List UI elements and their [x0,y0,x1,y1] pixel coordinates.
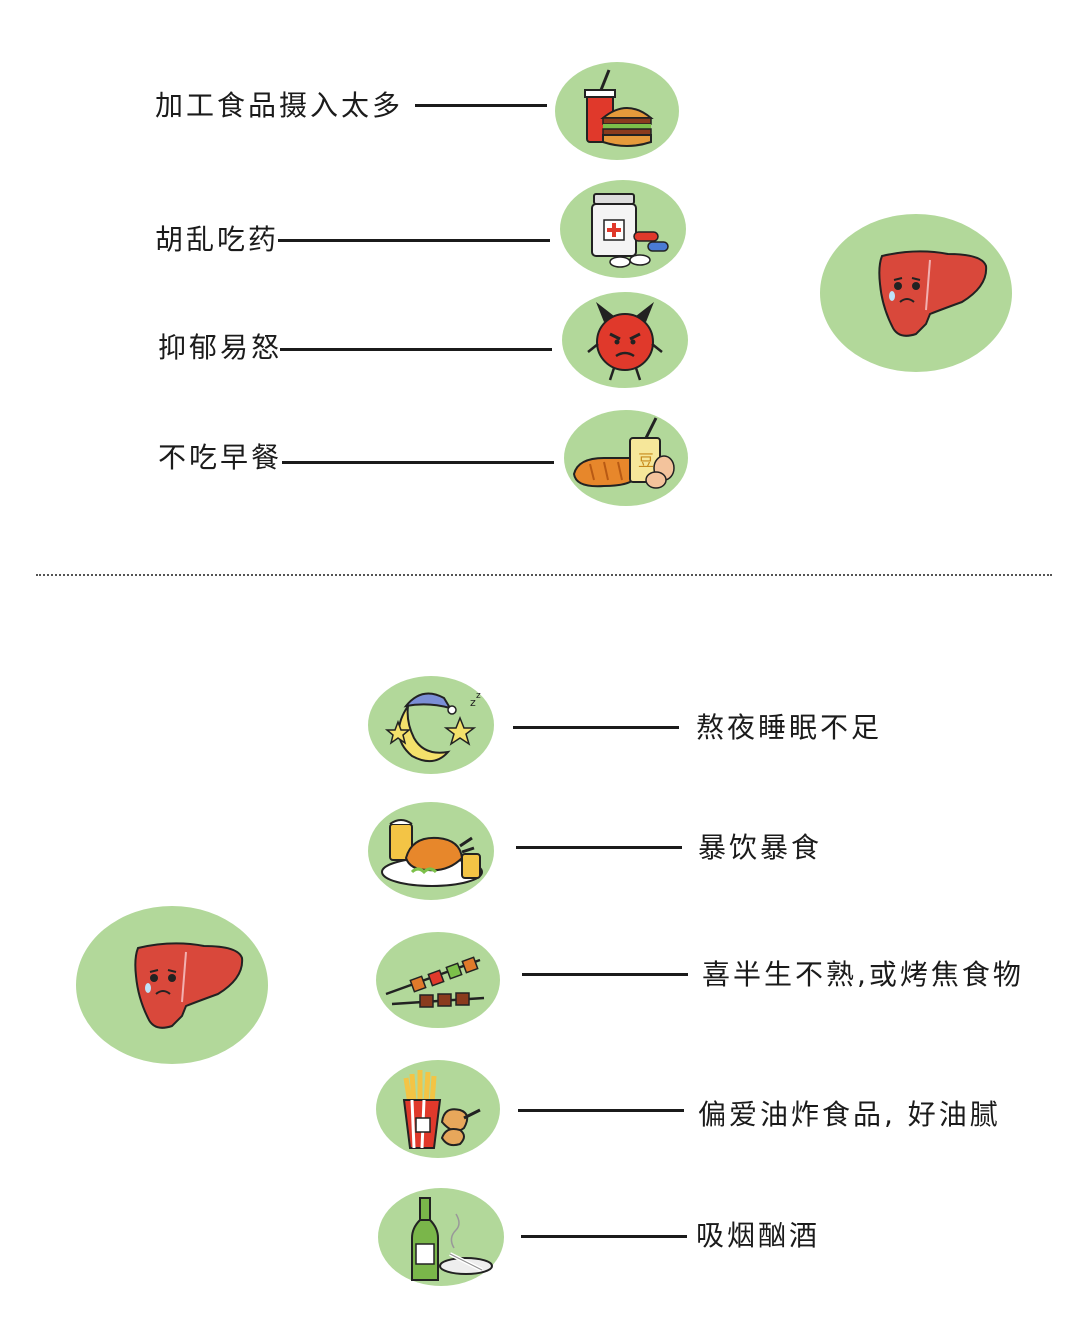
cause-label-stay-up-late: 熬夜睡眠不足 [696,711,883,744]
connector-line [280,348,552,351]
cause-label-no-breakfast: 不吃早餐 [158,441,283,474]
cause-label-overeating: 暴饮暴食 [698,831,823,864]
skewers-icon [376,932,500,1028]
cause-label-depression: 抑郁易怒 [158,331,283,364]
connector-line [415,104,547,107]
cause-label-fried-food: 偏爱油炸食品, 好油腻 [698,1098,1001,1131]
connector-line [282,461,554,464]
sad-liver-icon [878,250,988,337]
svg-text:z: z [470,696,476,709]
sleepy-moon-icon: z z [368,676,494,774]
roast-chicken-beer-icon [368,802,494,900]
connector-line [513,726,679,729]
connector-line [518,1109,684,1112]
cause-label-smoking-drinking: 吸烟酗酒 [696,1219,821,1252]
connector-line [278,239,550,242]
burger-soda-icon [555,62,679,160]
cause-label-processed-food: 加工食品摄入太多 [155,89,404,122]
svg-text:豆: 豆 [638,451,654,470]
outcome-liver-circle [820,214,1012,372]
outcome-liver-circle [76,906,268,1064]
connector-line [522,973,688,976]
connector-line [516,846,682,849]
section-divider [36,574,1052,576]
wine-cigarette-icon [378,1188,504,1286]
svg-text:z: z [476,691,481,701]
angry-devil-icon [562,292,688,388]
connector-line [521,1235,687,1238]
cause-label-medicine: 胡乱吃药 [155,223,280,256]
cause-label-undercooked-burnt: 喜半生不熟,或烤焦食物 [702,958,1024,991]
sad-liver-icon [134,942,244,1029]
bread-drink-icon: 豆 [564,410,688,506]
fries-chicken-icon [376,1060,500,1158]
medicine-pills-icon [560,180,686,278]
